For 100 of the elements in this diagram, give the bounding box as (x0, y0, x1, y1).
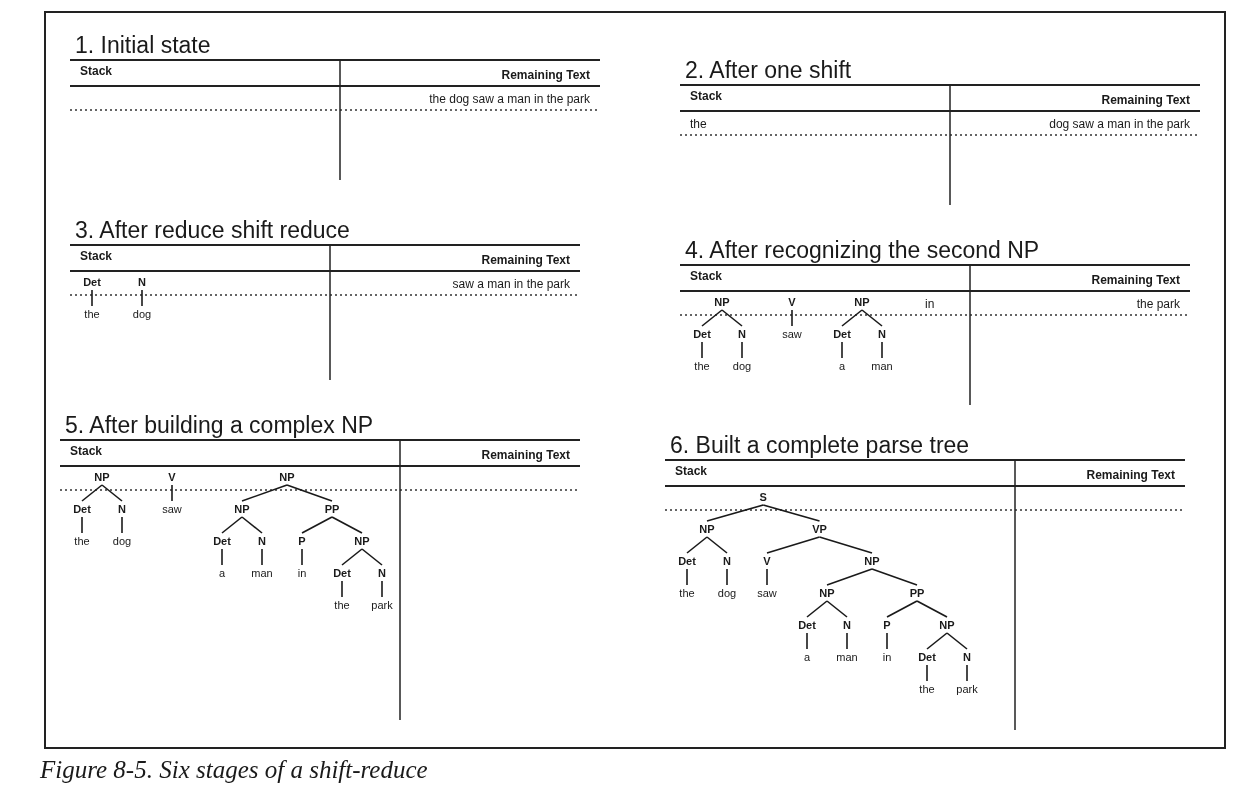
category-label: Det (213, 534, 231, 548)
panel-title: 5. After building a complex NP (65, 412, 374, 439)
tree-branch (806, 600, 828, 618)
column-header: Stack (80, 249, 113, 263)
tree-branch (791, 309, 793, 327)
tree-branch (241, 484, 288, 502)
tree-branch (886, 600, 918, 618)
category-label: N (378, 566, 386, 580)
stack-word: in (925, 297, 935, 311)
word-label: man (836, 650, 858, 664)
tree-branch (926, 632, 948, 650)
tree-branch (171, 484, 173, 502)
word-label: a (838, 359, 846, 373)
tree-branch (341, 548, 363, 566)
panel-title: 4. After recognizing the second NP (685, 237, 1040, 264)
word-label: man (251, 566, 273, 580)
tree-branch (726, 568, 728, 586)
category-label: NP (854, 295, 870, 309)
tree-branch (766, 568, 768, 586)
tree-branch (81, 484, 103, 502)
word-label: in (297, 566, 307, 580)
category-label: NP (819, 586, 835, 600)
word-label: saw (782, 327, 802, 341)
tree-branch (701, 341, 703, 359)
column-header: Remaining Text (1101, 93, 1190, 107)
tree-branch (241, 516, 263, 534)
word-label: dog (717, 586, 737, 600)
category-label: N (118, 502, 126, 516)
category-label: NP (864, 554, 880, 568)
tree-branch (766, 536, 821, 554)
column-header: Remaining Text (1086, 468, 1175, 482)
category-label: PP (324, 502, 340, 516)
tree-branch (806, 632, 808, 650)
category-label: N (258, 534, 266, 548)
tree-branch (686, 568, 688, 586)
word-label: saw (757, 586, 777, 600)
tree-branch (361, 548, 383, 566)
word-label: saw (162, 502, 182, 516)
tree-branch (762, 504, 821, 522)
category-label: NP (939, 618, 955, 632)
tree-branch (341, 580, 343, 598)
word-label: the (919, 682, 935, 696)
category-label: Det (918, 650, 936, 664)
category-label: VP (812, 522, 827, 536)
tree-branch (916, 600, 948, 618)
tree-branch (91, 289, 93, 307)
column-header: Stack (675, 464, 708, 478)
word-label: in (882, 650, 892, 664)
panel-title: 2. After one shift (685, 57, 852, 84)
word-label: the (694, 359, 710, 373)
word-label: a (803, 650, 811, 664)
category-label: N (738, 327, 746, 341)
category-label: N (138, 275, 146, 289)
tree-branch (286, 484, 333, 502)
tree-branch (826, 600, 848, 618)
remaining-text: the park (1136, 297, 1180, 311)
word-label: dog (732, 359, 752, 373)
category-label: N (843, 618, 851, 632)
tree-branch (846, 632, 848, 650)
tree-branch (261, 548, 263, 566)
category-label: Det (798, 618, 816, 632)
tree-branch (381, 580, 383, 598)
remaining-text: the dog saw a man in the park (429, 92, 590, 106)
tree-branch (946, 632, 968, 650)
word-label: the (84, 307, 100, 321)
column-header: Remaining Text (1091, 273, 1180, 287)
figure-caption: Figure 8-5. Six stages of a shift-reduce (40, 756, 428, 784)
category-label: Det (83, 275, 101, 289)
category-label: Det (333, 566, 351, 580)
panel-title: 3. After reduce shift reduce (75, 217, 350, 244)
category-label: S (759, 490, 767, 504)
column-header: Stack (80, 64, 113, 78)
column-header: Remaining Text (481, 448, 570, 462)
remaining-text: saw a man in the park (452, 277, 570, 291)
category-label: NP (279, 470, 295, 484)
tree-branch (81, 516, 83, 534)
category-label: V (763, 554, 771, 568)
panel-title: 6. Built a complete parse tree (670, 432, 970, 459)
tree-branch (706, 504, 765, 522)
tree-branch (221, 516, 243, 534)
tree-branch (861, 309, 883, 327)
word-label: dog (132, 307, 152, 321)
category-label: NP (94, 470, 110, 484)
category-label: N (963, 650, 971, 664)
category-label: Det (678, 554, 696, 568)
column-header: Remaining Text (501, 68, 590, 82)
category-label: N (878, 327, 886, 341)
word-label: the (74, 534, 90, 548)
word-label: dog (112, 534, 132, 548)
tree-branch (871, 568, 918, 586)
word-label: the (334, 598, 350, 612)
word-label: park (956, 682, 978, 696)
stack-word: the (690, 117, 707, 131)
word-label: man (871, 359, 893, 373)
category-label: NP (354, 534, 370, 548)
tree-branch (841, 309, 863, 327)
word-label: a (218, 566, 226, 580)
category-label: P (298, 534, 306, 548)
category-label: NP (714, 295, 730, 309)
tree-branch (826, 568, 873, 586)
